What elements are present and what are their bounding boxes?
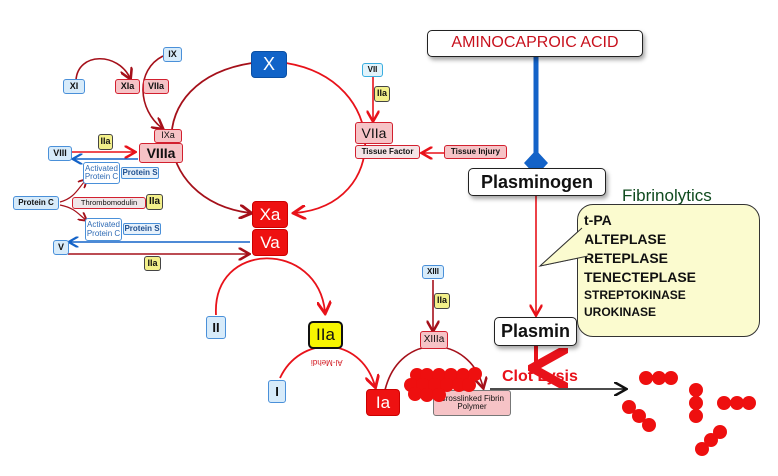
drug-item: STREPTOKINASE xyxy=(584,288,686,302)
factor-ia: Ia xyxy=(366,389,400,416)
thrombin-iia-xiii: IIa xyxy=(434,293,450,309)
drug-item: RETEPLASE xyxy=(584,250,669,266)
factor-viii: VIII xyxy=(48,146,72,161)
arrow-x-xa-left xyxy=(170,62,252,213)
aminocaproic-acid: AMINOCAPROIC ACID xyxy=(427,30,643,57)
al-mehdi-label: Al-Mehdi xyxy=(311,358,343,367)
plasminogen: Plasminogen xyxy=(468,168,606,196)
protein-c: Protein C xyxy=(13,196,59,210)
thrombin-iia-thrombomodulin: IIa xyxy=(146,194,163,210)
thrombomodulin: Thrombomodulin xyxy=(72,197,146,209)
factor-xiii: XIII xyxy=(422,265,444,279)
factor-ii: II xyxy=(206,316,226,339)
factor-i: I xyxy=(268,380,286,403)
thrombin-iia: IIa xyxy=(308,321,343,349)
tissue-injury: Tissue Injury xyxy=(444,145,507,159)
thrombin-iia-viii: IIa xyxy=(98,134,113,150)
tissue-factor: Tissue Factor xyxy=(355,145,420,159)
activated-protein-c-2: Activated Protein C xyxy=(85,218,122,241)
thrombin-iia-vii: IIa xyxy=(374,86,390,102)
crosslinked-fibrin-polymer: Crosslinked Fibrin Polymer xyxy=(433,390,511,416)
factor-x: X xyxy=(251,51,287,78)
factor-xa: Xa xyxy=(252,201,288,228)
plasmin: Plasmin xyxy=(494,317,577,346)
drug-item: t-PA xyxy=(584,212,612,228)
arrow-xi-xia xyxy=(75,57,130,80)
factor-vii: VII xyxy=(362,63,383,77)
drug-item: TENECTEPLASE xyxy=(584,269,697,285)
clot-lysis-label: Clot Lysis xyxy=(502,368,578,385)
fibrinolytics-callout: t-PA ALTEPLASE RETEPLASE TENECTEPLASE ST… xyxy=(577,204,760,337)
factor-va: Va xyxy=(252,229,288,256)
factor-xiiia: XIIIa xyxy=(420,331,448,349)
factor-viia: VIIa xyxy=(355,122,393,144)
factor-ix: IX xyxy=(163,47,182,62)
protein-s-2: Protein S xyxy=(123,223,161,235)
factor-ixa: IXa xyxy=(154,129,182,143)
drug-item: UROKINASE xyxy=(584,305,657,319)
activated-protein-c-1: Activated Protein C xyxy=(83,162,120,184)
factor-v: V xyxy=(53,240,69,255)
thrombin-iia-v: IIa xyxy=(144,256,161,271)
arrow-ii-iia xyxy=(215,257,325,315)
factor-viiia: VIIIa xyxy=(139,143,183,163)
arrow-x-xa-right xyxy=(285,62,366,213)
drug-item: ALTEPLASE xyxy=(584,231,667,247)
callout-pointer-fill xyxy=(540,227,589,267)
factor-xia: XIa xyxy=(115,79,140,94)
factor-viia-intrinsic: VIIa xyxy=(143,79,169,94)
factor-xi: XI xyxy=(63,79,85,94)
arrow-pc-apc2 xyxy=(59,204,86,220)
fibrinolytics-title: Fibrinolytics xyxy=(622,186,712,205)
protein-s-1: Protein S xyxy=(121,167,159,179)
